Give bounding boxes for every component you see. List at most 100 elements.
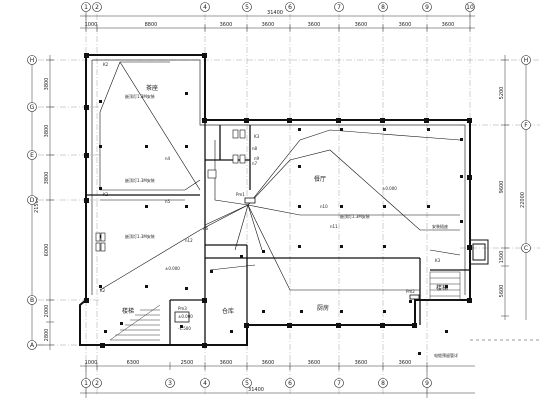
bottom-axis-bubbles [81,378,432,388]
label-note-bottom: 电缆预留管详 [434,352,458,358]
label-pm1: Pm1 [236,192,245,197]
right-dim-2: 9600 [499,181,505,194]
top-dim-2: 8800 [145,22,158,28]
top-segment-dimensions: 1000 8800 3600 3600 3600 3600 3600 3600 [85,22,455,28]
left-dim-5: 2000 [44,305,50,318]
label-lamp-tea: 嵌顶灯1.3M安装 [125,93,155,99]
label-elev-dining: ±0.000 [382,186,397,191]
label-n9: n9 [254,156,260,161]
right-axis-h: H [524,57,529,64]
room-storage: 仓库 [222,307,234,315]
entrance-block [469,239,489,265]
label-lamp-mid1: 嵌顶灯1.3M安装 [125,177,155,183]
top-dim-6: 3600 [355,22,368,28]
label-lamp-dining: 嵌顶灯1.3M安装 [340,213,370,219]
label-lamp-mid2: 嵌顶灯1.3M安装 [125,233,155,239]
top-dim-1: 1000 [85,22,98,28]
right-dim-3: 1500 [499,251,505,264]
top-axis-8: 9 [425,4,429,11]
label-level-small: -1.500 [178,326,191,331]
left-axis-h: H [30,57,35,64]
label-k3-b: K3 [435,258,441,263]
room-kitchen: 厨房 [317,304,329,312]
wiring-circuits [99,61,461,291]
partitions [86,120,470,345]
top-axis-3: 4 [203,4,207,11]
right-stair-steps [429,271,461,301]
bottom-dim-7: 3600 [355,360,368,366]
label-elev-left: ±0.000 [165,266,180,271]
axis-grid [38,14,540,395]
right-dim-4: 5600 [499,285,505,298]
bottom-segment-dimensions: 1000 6300 2500 3600 3600 3600 3600 3600 [85,360,412,366]
label-n6: n6 [203,226,209,231]
label-n7: n7 [252,161,258,166]
distribution-panels [174,197,420,323]
left-stair-steps [109,304,161,341]
label-n4: n4 [165,156,171,161]
left-axis-e: E [30,152,34,159]
top-axis-5: 6 [288,4,292,11]
label-k2-c: K2 [100,288,106,293]
top-dim-7: 3600 [399,22,412,28]
label-k2-a: K2 [103,62,109,67]
left-segment-dimensions: 3800 3800 3800 6000 2000 2800 [44,78,50,342]
bottom-axis-8: 8 [381,380,385,387]
bottom-axis-6: 6 [288,380,292,387]
ceiling-lights [99,92,463,355]
right-axis-labels: H F C [524,57,529,252]
bottom-axis-1: 1 [84,380,88,387]
left-overall-dimension: 21500 [34,197,40,213]
bottom-axis-9: 9 [425,380,429,387]
right-dimension-lines [501,55,527,320]
top-axis-9: 10 [466,4,474,11]
label-n12: n12 [185,238,193,243]
top-axis-6: 7 [337,4,341,11]
label-wall-socket: 安装插座 [432,223,448,229]
top-axis-2: 2 [95,4,99,11]
top-axis-labels: 1 2 4 5 6 7 8 9 10 [84,4,474,11]
label-n11: n11 [330,224,338,229]
bottom-dim-2: 6300 [127,360,140,366]
left-axis-b: B [30,297,34,304]
right-axis-f: F [524,122,528,129]
left-dim-1: 3800 [44,78,50,91]
bottom-dim-4: 3600 [220,360,233,366]
top-axis-bubbles [81,2,475,12]
left-dim-3: 3800 [44,172,50,185]
bottom-dim-1: 1000 [85,360,98,366]
bottom-axis-labels: 1 2 3 4 5 6 7 8 9 [84,380,429,387]
label-pm3: Pm3 [178,306,187,311]
top-overall-dimension: 31400 [267,10,283,16]
left-dim-6: 2800 [44,329,50,342]
top-axis-4: 5 [245,4,249,11]
label-elev-stair: ±0.000 [178,314,193,319]
bottom-overall-dimension: 31400 [248,387,264,393]
left-dim-2: 3800 [44,125,50,138]
label-k3-a: K3 [254,134,260,139]
structural-columns [84,53,472,348]
top-dim-8: 3600 [442,22,455,28]
left-axis-bubbles [27,55,37,350]
bottom-dim-8: 3600 [399,360,412,366]
left-axis-g: G [30,104,35,111]
bottom-axis-7: 7 [337,380,341,387]
top-axis-7: 8 [381,4,385,11]
left-axis-a: A [30,342,35,349]
bottom-axis-5: 5 [245,380,249,387]
right-axis-c: C [524,245,528,252]
right-dim-1: 5200 [499,87,505,100]
right-overall-dimension: 22000 [520,192,526,208]
right-axis-bubbles [521,55,531,253]
label-k2-b: K2 [103,192,109,197]
label-n5: n5 [165,199,171,204]
restroom-fixtures [95,129,246,252]
bottom-dim-5: 3600 [262,360,275,366]
top-dim-5: 3600 [308,22,321,28]
top-dimension-lines [80,12,475,32]
bottom-dim-3: 2500 [181,360,194,366]
left-axis-d: D [30,197,35,204]
annotations: 嵌顶灯1.3M安装 嵌顶灯1.3M安装 嵌顶灯1.3M安装 嵌顶灯1.3M安装 … [100,62,458,358]
interior-wall-faces [91,59,466,295]
